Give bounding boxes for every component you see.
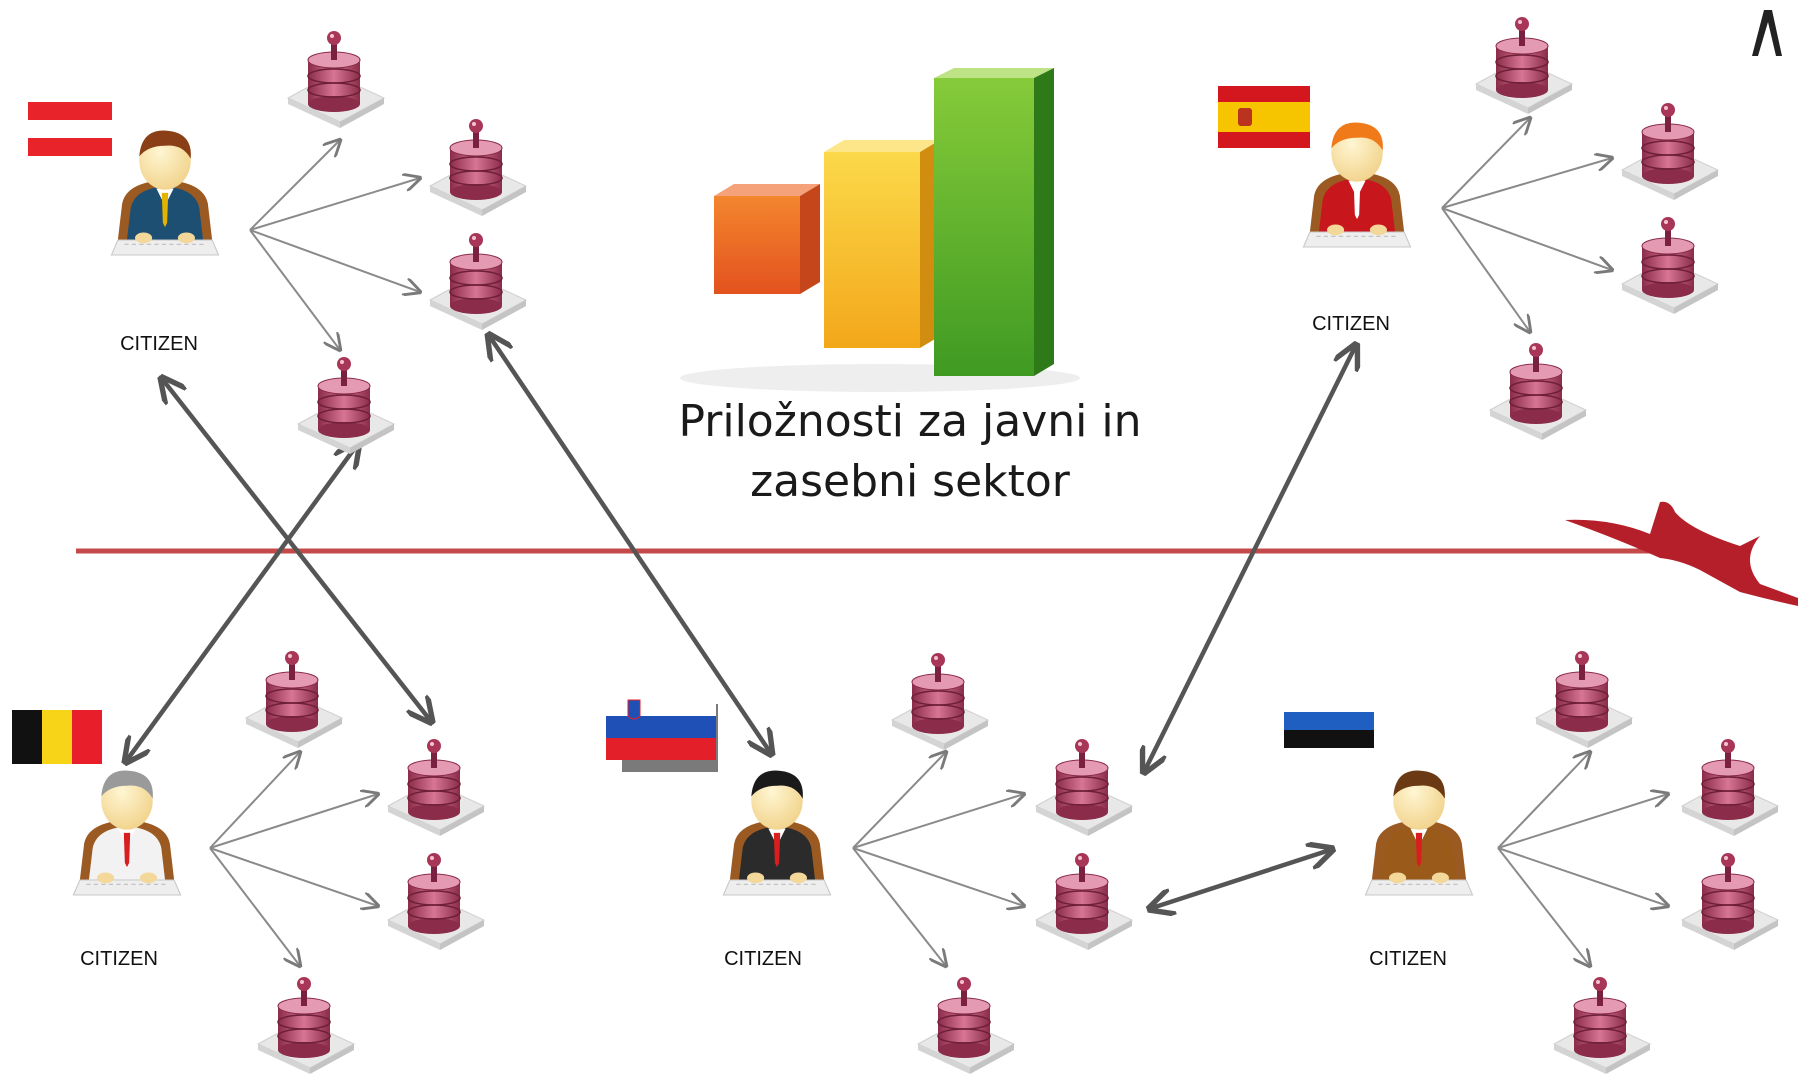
citizen-icon bbox=[722, 770, 832, 896]
database-icon bbox=[1681, 738, 1779, 837]
database-icon bbox=[1553, 976, 1651, 1075]
database-icon bbox=[1621, 216, 1719, 315]
belgium-flag bbox=[12, 710, 102, 764]
database-icon bbox=[429, 118, 527, 217]
citizen-label-austria: CITIZEN bbox=[120, 333, 198, 355]
database-icon bbox=[429, 232, 527, 331]
database-icon bbox=[891, 652, 989, 751]
database-icon bbox=[1035, 738, 1133, 837]
austria-flag bbox=[28, 102, 112, 156]
database-icon bbox=[917, 976, 1015, 1075]
database-icon bbox=[1535, 650, 1633, 749]
database-icon bbox=[1475, 16, 1573, 115]
database-icon bbox=[245, 650, 343, 749]
citizen-icon bbox=[110, 130, 220, 256]
citizen-icon bbox=[1302, 122, 1412, 248]
fan-arrows bbox=[209, 118, 1668, 966]
database-icon bbox=[297, 356, 395, 455]
citizen-label-spain: CITIZEN bbox=[1312, 313, 1390, 335]
slovenia-flag bbox=[606, 694, 718, 772]
estonia-flag bbox=[1284, 712, 1374, 766]
database-icon bbox=[1681, 852, 1779, 951]
database-icon bbox=[387, 852, 485, 951]
database-icon bbox=[257, 976, 355, 1075]
citizen-icon bbox=[72, 770, 182, 896]
slide-title: Priložnosti za javni in zasebni sektor bbox=[590, 392, 1230, 512]
main-connection-arrows bbox=[127, 337, 1355, 908]
citizen-label-estonia: CITIZEN bbox=[1369, 948, 1447, 970]
spain-flag bbox=[1218, 86, 1310, 148]
bird-icon bbox=[1565, 501, 1798, 606]
database-icon bbox=[1489, 342, 1587, 441]
database-icon bbox=[387, 738, 485, 837]
bar-chart-icon bbox=[680, 68, 1080, 392]
corner-mark-icon bbox=[1752, 10, 1782, 56]
citizen-label-slovenia: CITIZEN bbox=[724, 948, 802, 970]
citizen-label-belgium: CITIZEN bbox=[80, 948, 158, 970]
database-icon bbox=[287, 30, 385, 129]
title-line-2: zasebni sektor bbox=[750, 456, 1070, 507]
title-line-1: Priložnosti za javni in bbox=[678, 396, 1142, 447]
database-icon bbox=[1035, 852, 1133, 951]
database-icon bbox=[1621, 102, 1719, 201]
citizen-icon bbox=[1364, 770, 1474, 896]
